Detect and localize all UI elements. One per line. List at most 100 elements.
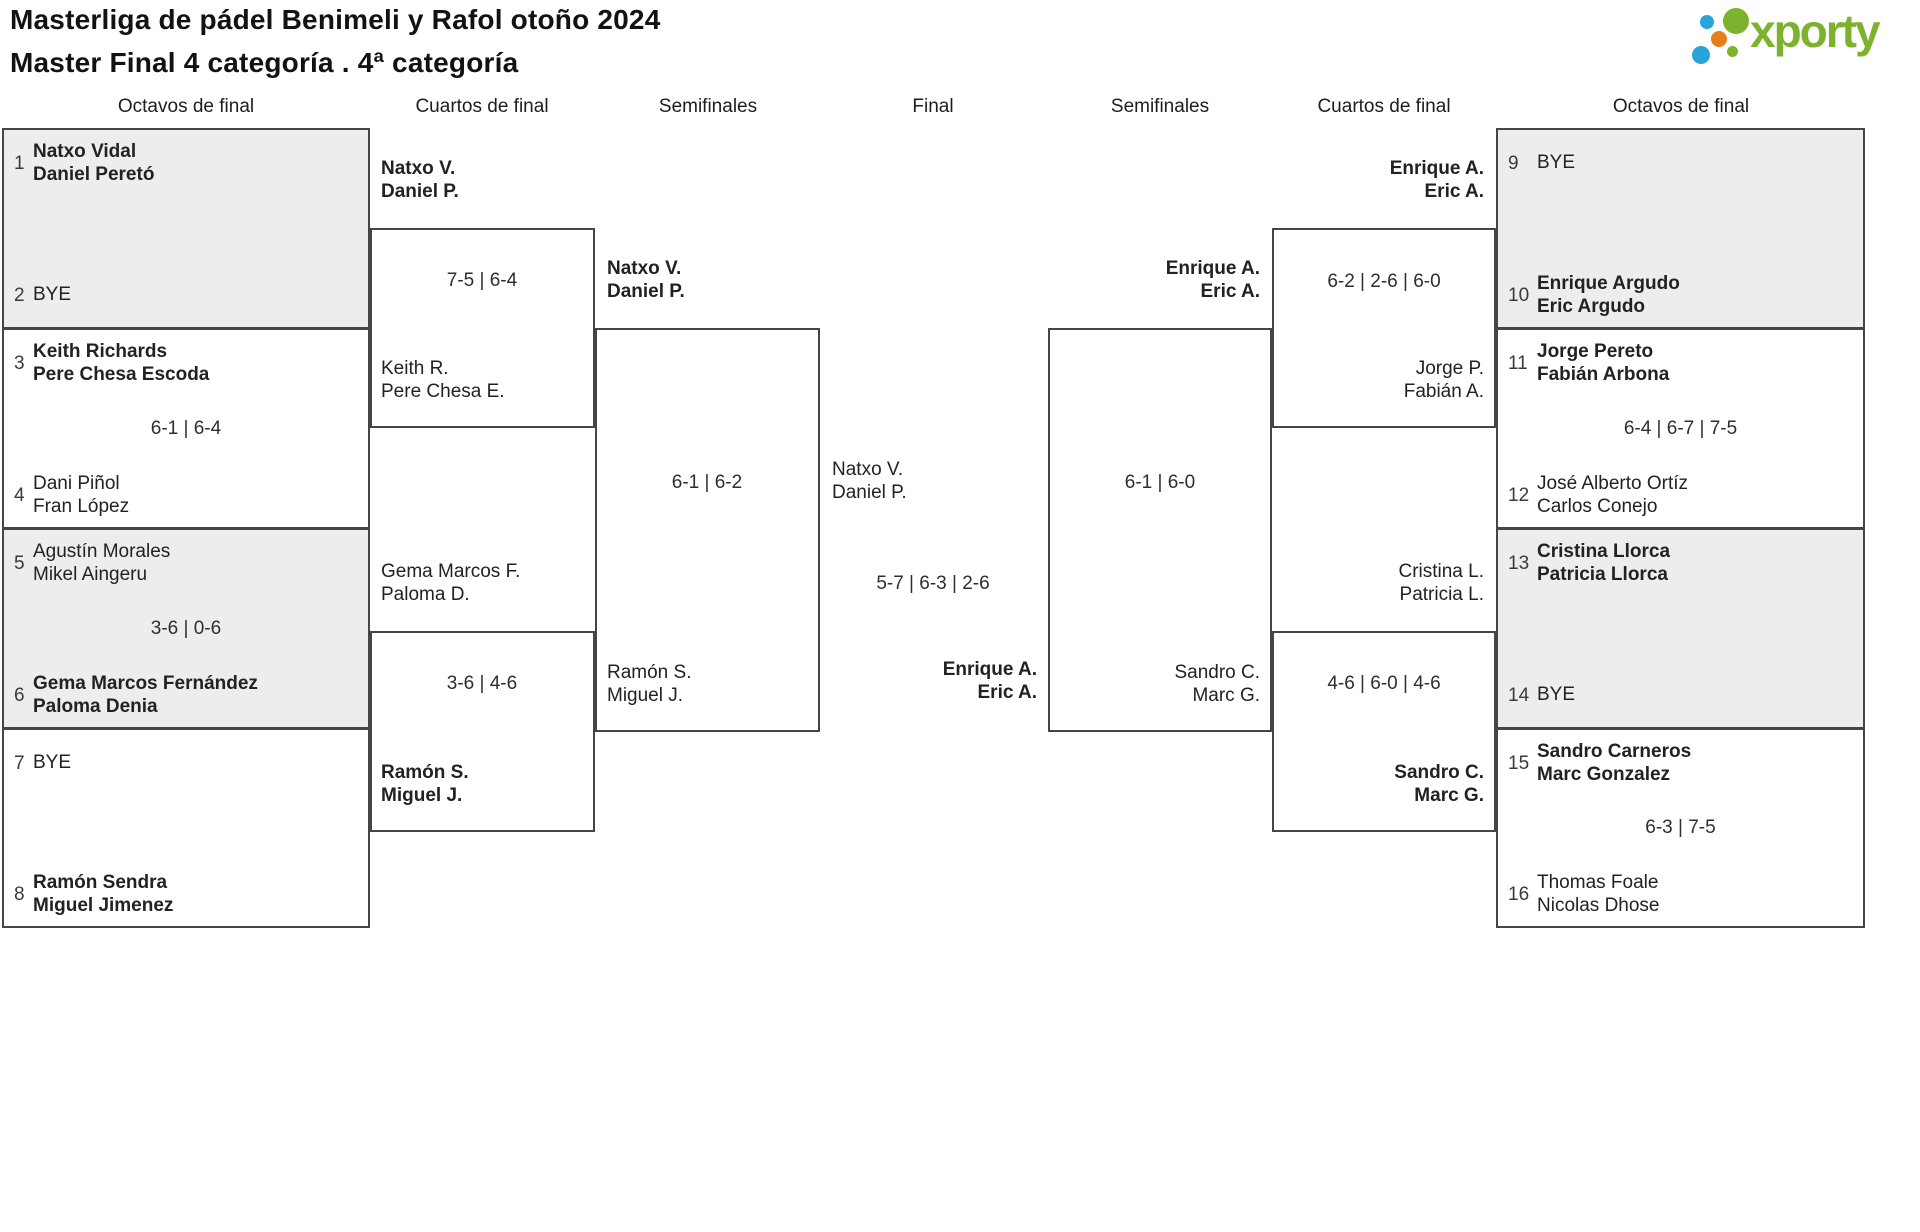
finalist-team: Enrique A. Eric A.	[943, 658, 1037, 704]
semifinal-left-box[interactable]	[595, 328, 820, 732]
team-names: Jorge Pereto Fabián Arbona	[1537, 341, 1669, 386]
player-name: José Alberto Ortíz	[1537, 473, 1689, 494]
semifinal-right-box[interactable]	[1048, 328, 1272, 732]
advancing-team: Natxo V. Daniel P.	[607, 257, 685, 303]
player-name: Natxo V.	[832, 459, 904, 480]
team-slot: 3 Keith Richards Pere Chesa Escoda	[14, 341, 362, 386]
team-names: BYE	[1537, 684, 1575, 707]
octavos-match-box-6[interactable]: 11 Jorge Pereto Fabián Arbona 6-4 | 6-7 …	[1496, 328, 1865, 529]
logo-dot-orange	[1711, 31, 1727, 47]
player-name: Patricia Llorca	[1537, 563, 1668, 585]
match-score: 3-6 | 0-6	[150, 617, 222, 639]
advancing-team: Enrique A. Eric A.	[1390, 157, 1484, 203]
player-name: Daniel P.	[381, 181, 459, 202]
seed-number: 6	[14, 684, 25, 706]
tournament-title: Masterliga de pádel Benimeli y Rafol oto…	[10, 4, 661, 35]
player-name: Marc G.	[1414, 785, 1484, 806]
player-name: Sandro C.	[1174, 662, 1260, 683]
round-header-final: Final	[912, 96, 954, 117]
seed-number: 1	[14, 152, 25, 174]
cuartos-right-top-box[interactable]	[1272, 228, 1496, 428]
player-name: Thomas Foale	[1537, 872, 1659, 893]
player-name: Natxo Vidal	[33, 141, 137, 162]
player-name: Miguel J.	[381, 785, 463, 806]
player-name: Ramón S.	[607, 662, 692, 683]
seed-number: 16	[1508, 883, 1530, 905]
logo-dot-green-small	[1727, 46, 1738, 57]
advancing-team: Ramón S. Miguel J.	[381, 761, 469, 807]
match-score: 6-1 | 6-0	[1124, 472, 1196, 493]
team-names: Agustín Morales Mikel Aingeru	[33, 541, 170, 586]
player-name: Eric A.	[977, 682, 1038, 703]
octavos-match-box-1[interactable]: 1 Natxo Vidal Daniel Peretó 2 BYE	[2, 128, 370, 329]
player-name: Fabián A.	[1403, 381, 1484, 402]
player-name: Jorge P.	[1415, 358, 1484, 379]
player-name: BYE	[1537, 684, 1576, 706]
player-name: Paloma D.	[381, 584, 470, 605]
final-score: 5-7 | 6-3 | 2-6	[876, 573, 990, 594]
player-name: Agustín Morales	[33, 541, 171, 562]
player-name: Cristina Llorca	[1537, 541, 1671, 562]
team-slot: 2 BYE	[14, 273, 362, 318]
seed-number: 7	[14, 752, 25, 774]
player-name: Ramón Sendra	[33, 872, 168, 893]
player-name: Daniel Peretó	[33, 163, 155, 185]
player-name: Mikel Aingeru	[33, 563, 148, 585]
team-names: Gema Marcos Fernández Paloma Denia	[33, 673, 258, 718]
player-name: Eric A.	[1424, 181, 1485, 202]
player-name: Marc G.	[1192, 685, 1260, 706]
team-names: Sandro Carneros Marc Gonzalez	[1537, 741, 1691, 786]
player-name: Carlos Conejo	[1537, 495, 1658, 517]
octavos-match-box-8[interactable]: 15 Sandro Carneros Marc Gonzalez 6-3 | 7…	[1496, 728, 1865, 928]
player-name: Daniel P.	[832, 482, 907, 503]
team-names: BYE	[33, 752, 71, 775]
match-score: 6-2 | 2-6 | 6-0	[1327, 271, 1441, 292]
team-slot: 14 BYE	[1508, 673, 1857, 718]
cuartos-left-bottom-box[interactable]	[370, 631, 595, 832]
cuartos-left-top-box[interactable]	[370, 228, 595, 428]
round-header-cuartos-left: Cuartos de final	[415, 96, 549, 117]
player-name: Eric Argudo	[1537, 295, 1646, 317]
cuartos-right-bottom-box[interactable]	[1272, 631, 1496, 832]
round-header-octavos-left: Octavos de final	[117, 96, 255, 117]
advancing-team: Natxo V. Daniel P.	[381, 157, 459, 203]
player-name: Patricia L.	[1399, 584, 1484, 605]
advancing-team: Sandro C. Marc G.	[1174, 661, 1260, 707]
player-name: Enrique A.	[1165, 258, 1260, 279]
player-name: Dani Piñol	[33, 473, 120, 494]
advancing-team: Ramón S. Miguel J.	[607, 661, 691, 707]
team-slot: 4 Dani Piñol Fran López	[14, 473, 362, 518]
team-slot: 11 Jorge Pereto Fabián Arbona	[1508, 341, 1857, 386]
match-score: 6-3 | 7-5	[1645, 817, 1716, 838]
player-name: Nicolas Dhose	[1537, 894, 1660, 916]
seed-number: 8	[14, 883, 25, 905]
octavos-match-box-2[interactable]: 3 Keith Richards Pere Chesa Escoda 6-1 |…	[2, 328, 370, 529]
player-name: Cristina L.	[1398, 561, 1484, 582]
team-slot: 15 Sandro Carneros Marc Gonzalez	[1508, 741, 1857, 786]
logo-wordmark: xporty	[1750, 5, 1881, 57]
match-score: 6-1 | 6-4	[150, 417, 222, 439]
octavos-match-box-3[interactable]: 5 Agustín Morales Mikel Aingeru 3-6 | 0-…	[2, 528, 370, 729]
team-slot: 1 Natxo Vidal Daniel Peretó	[14, 141, 362, 186]
logo-dot-blue-large	[1692, 46, 1710, 64]
octavos-match-box-5[interactable]: 9 BYE 10 Enrique Argudo Eric Argudo	[1496, 128, 1865, 329]
player-name: BYE	[33, 284, 72, 306]
player-name: Marc Gonzalez	[1537, 763, 1671, 785]
octavos-match-box-7[interactable]: 13 Cristina Llorca Patricia Llorca 14 BY…	[1496, 528, 1865, 729]
seed-number: 4	[14, 484, 25, 506]
octavos-match-box-4[interactable]: 7 BYE 8 Ramón Sendra Miguel Jimenez	[2, 728, 370, 928]
player-name: Fran López	[33, 495, 130, 517]
player-name: Gema Marcos F.	[381, 561, 521, 582]
team-slot: 9 BYE	[1508, 141, 1857, 186]
player-name: Eric A.	[1200, 281, 1261, 302]
player-name: Enrique Argudo	[1537, 273, 1680, 294]
team-names: José Alberto Ortíz Carlos Conejo	[1537, 473, 1688, 518]
player-name: Miguel J.	[607, 685, 684, 706]
advancing-team: Jorge P. Fabián A.	[1404, 357, 1484, 403]
tournament-subtitle: Master Final 4 categoría . 4ª categoría	[10, 47, 519, 78]
player-name: Sandro Carneros	[1537, 741, 1692, 762]
player-name: Fabián Arbona	[1537, 363, 1670, 385]
match-score: 6-4 | 6-7 | 7-5	[1623, 417, 1738, 439]
logo-dot-green-large	[1723, 8, 1749, 34]
